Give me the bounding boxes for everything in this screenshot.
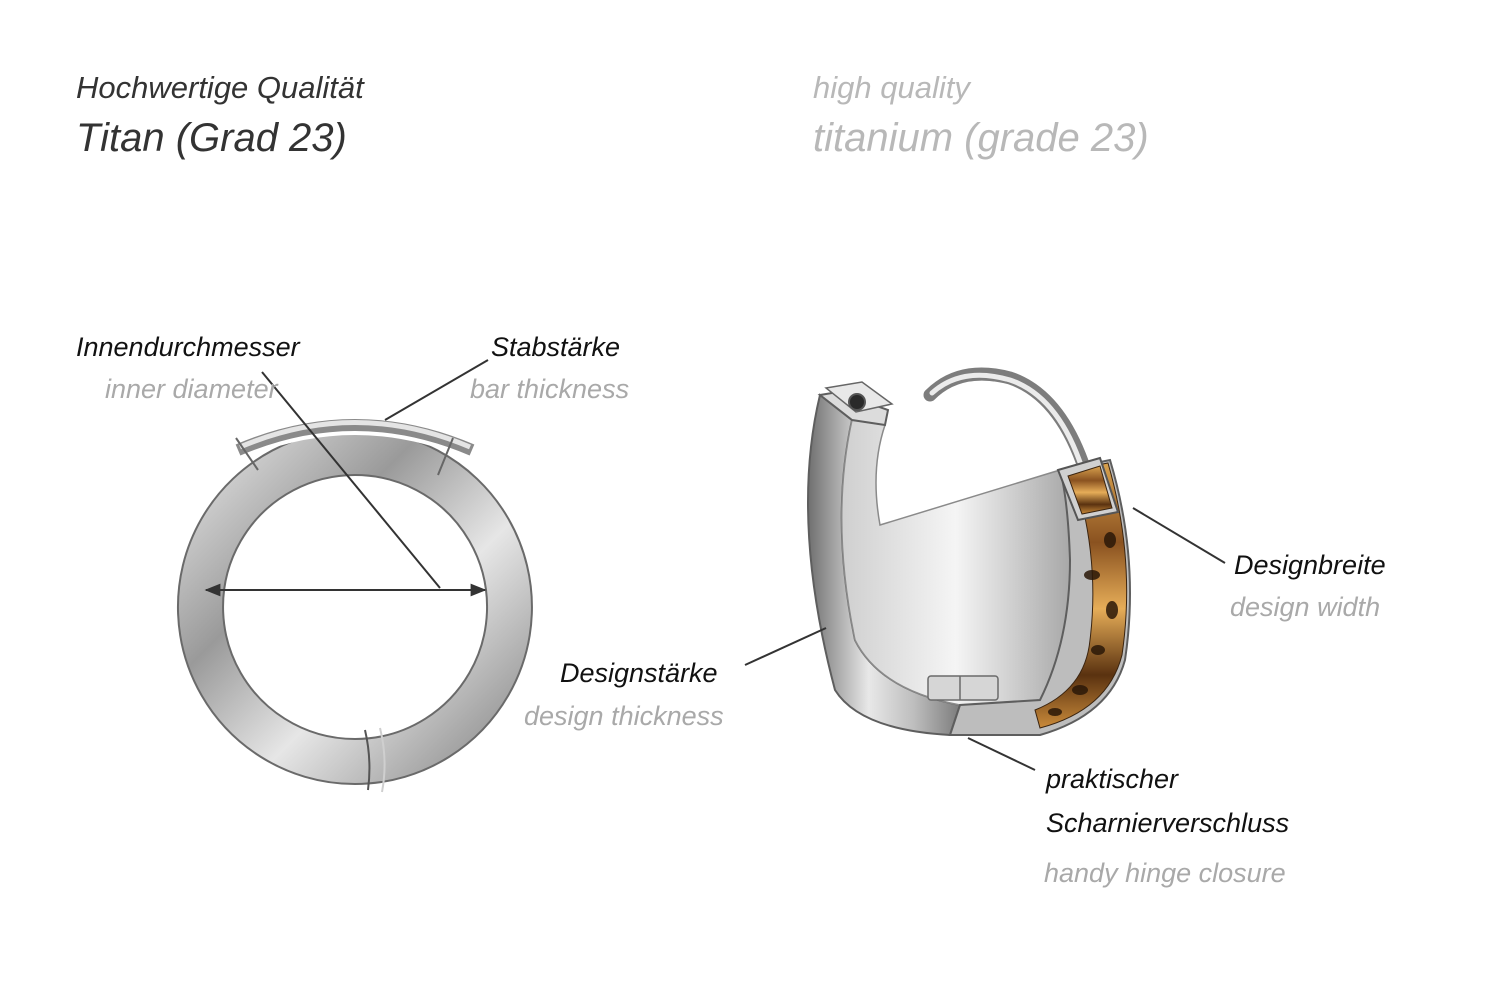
hinge-closure-leader: [967, 737, 1036, 771]
inner-diameter-leader: [261, 371, 441, 589]
label-bar-thickness-de: Stabstärke: [491, 332, 621, 362]
bar-thickness-leader: [384, 359, 489, 421]
front-ring-band: [176, 429, 533, 785]
label-bar-thickness-en: bar thickness: [470, 374, 630, 404]
label-design-width-de: Designbreite: [1234, 550, 1386, 580]
header-subtitle-en: high quality: [813, 70, 970, 105]
header-subtitle-de: Hochwertige Qualität: [76, 70, 364, 105]
label-hinge-closure-en: handy hinge closure: [1044, 858, 1286, 888]
label-design-width-en: design width: [1230, 592, 1381, 622]
side-earring-inner-face: [840, 419, 1071, 706]
label-hinge-closure-de-line1: praktischer: [1046, 764, 1179, 794]
header-title-en: titanium (grade 23): [813, 116, 1149, 160]
design-width-leader: [1132, 507, 1226, 564]
design-thickness-leader: [744, 627, 827, 666]
side-earring: [807, 367, 1131, 737]
label-inner-diameter-de: Innendurchmesser: [76, 332, 300, 362]
label-design-thickness-de: Designstärke: [560, 658, 718, 688]
hinge-detail: [927, 675, 999, 701]
front-ring: [176, 371, 533, 793]
hinge-hole: [848, 393, 866, 411]
label-design-thickness-en: design thickness: [524, 701, 724, 731]
label-inner-diameter-en: inner diameter: [105, 374, 278, 404]
header-title-de: Titan (Grad 23): [76, 116, 347, 160]
label-hinge-closure-de-line2: Scharnierverschluss: [1046, 808, 1290, 838]
